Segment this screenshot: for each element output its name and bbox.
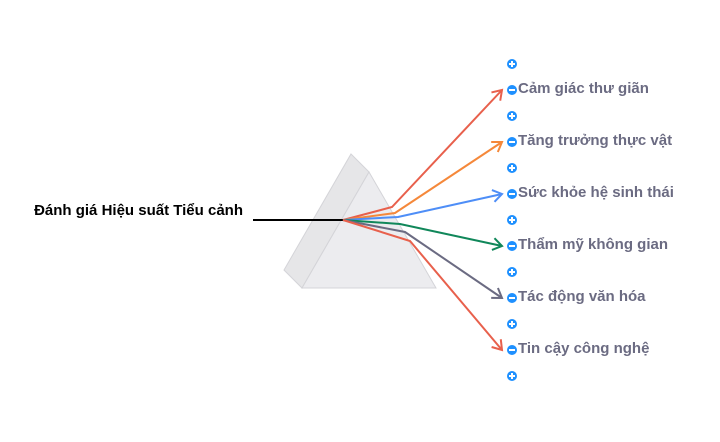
branch-arrow-line bbox=[342, 219, 503, 299]
collapse-minus-icon[interactable] bbox=[507, 85, 517, 95]
branch-label[interactable]: Tăng trưởng thực vật bbox=[518, 132, 673, 149]
arrowhead-icon bbox=[491, 88, 504, 101]
branch-label[interactable]: Tin cậy công nghệ bbox=[518, 340, 650, 357]
branch-label[interactable]: Thẩm mỹ không gian bbox=[518, 236, 669, 253]
add-node-plus-icon[interactable] bbox=[507, 371, 517, 381]
arrowhead-icon bbox=[491, 140, 504, 153]
arrowhead-icon bbox=[491, 189, 504, 203]
branch-label[interactable]: Sức khỏe hệ sinh thái bbox=[518, 184, 674, 201]
add-node-plus-icon[interactable] bbox=[507, 267, 517, 277]
add-node-plus-icon[interactable] bbox=[507, 215, 517, 225]
arrowhead-icon bbox=[491, 237, 504, 251]
arrowhead-icon bbox=[491, 339, 504, 352]
add-node-plus-icon[interactable] bbox=[507, 111, 517, 121]
collapse-minus-icon[interactable] bbox=[507, 137, 517, 147]
collapse-minus-icon[interactable] bbox=[507, 241, 517, 251]
branch-label[interactable]: Cảm giác thư giãn bbox=[518, 80, 649, 97]
branch-arrow-line bbox=[342, 141, 503, 221]
collapse-minus-icon[interactable] bbox=[507, 189, 517, 199]
collapse-minus-icon[interactable] bbox=[507, 345, 517, 355]
root-title: Đánh giá Hiệu suất Tiểu cảnh bbox=[34, 202, 243, 219]
branch-arrow-line bbox=[342, 219, 503, 247]
branch-arrow-line bbox=[342, 89, 503, 221]
add-node-plus-icon[interactable] bbox=[507, 319, 517, 329]
arrowhead-icon bbox=[491, 287, 504, 300]
branch-arrow-line bbox=[342, 193, 503, 221]
branch-label[interactable]: Tác động văn hóa bbox=[518, 288, 646, 305]
add-node-plus-icon[interactable] bbox=[507, 59, 517, 69]
collapse-minus-icon[interactable] bbox=[507, 293, 517, 303]
add-node-plus-icon[interactable] bbox=[507, 163, 517, 173]
branch-arrow-line bbox=[342, 219, 503, 351]
